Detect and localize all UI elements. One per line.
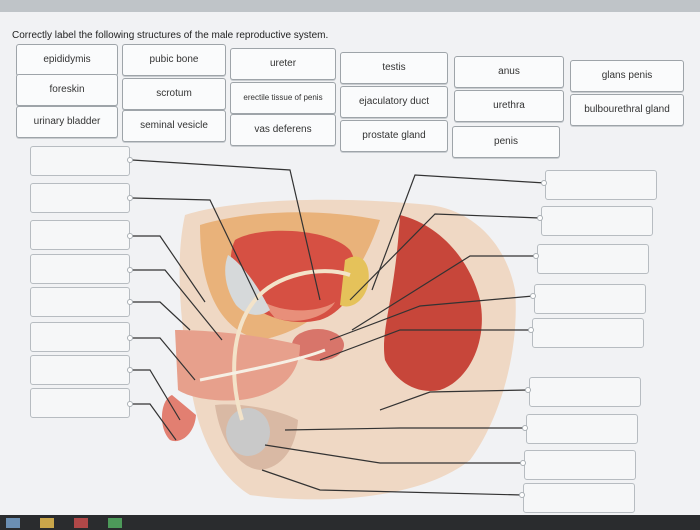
connector-dot (127, 335, 133, 341)
label-chip-seminal-vesicle[interactable]: seminal vesicle (122, 110, 226, 142)
connector-dot (522, 425, 528, 431)
label-chip-scrotum[interactable]: scrotum (122, 78, 226, 110)
label-chip-pubic-bone[interactable]: pubic bone (122, 44, 226, 76)
connector-dot (520, 460, 526, 466)
label-chip-anus[interactable]: anus (454, 56, 564, 88)
drop-target-left-5[interactable] (30, 287, 130, 317)
connector-dot (127, 157, 133, 163)
drop-target-right-7[interactable] (526, 414, 638, 444)
drop-target-right-5[interactable] (532, 318, 644, 348)
prostate (292, 329, 344, 361)
connector-dot (525, 387, 531, 393)
label-chip-vas-deferens[interactable]: vas deferens (230, 114, 336, 146)
leader-lines-left (131, 159, 321, 441)
label-chip-testis[interactable]: testis (340, 52, 448, 84)
drop-target-right-4[interactable] (534, 284, 646, 314)
label-chip-erectile-tissue[interactable]: erectile tissue of penis (230, 82, 336, 114)
pubic-bone (225, 255, 270, 315)
taskbar-icon[interactable] (40, 518, 54, 528)
drop-target-right-1[interactable] (545, 170, 657, 200)
drop-target-left-8[interactable] (30, 388, 130, 418)
question-instruction: Correctly label the following structures… (12, 30, 329, 41)
drop-target-left-7[interactable] (30, 355, 130, 385)
bladder-base (260, 300, 335, 321)
penis-shaft (175, 330, 300, 401)
drop-target-right-6[interactable] (529, 377, 641, 407)
label-chip-penis[interactable]: penis (452, 126, 560, 158)
connector-dot (127, 299, 133, 305)
label-chip-prostate-gland[interactable]: prostate gland (340, 120, 448, 152)
browser-top-strip (0, 0, 700, 14)
drop-target-left-2[interactable] (30, 183, 130, 213)
drop-target-right-3[interactable] (537, 244, 649, 274)
vas-deferens (232, 269, 351, 421)
testis (226, 408, 270, 456)
taskbar-icon[interactable] (6, 518, 20, 528)
connector-dot (127, 233, 133, 239)
drop-target-right-9[interactable] (523, 483, 635, 513)
seminal-vesicle (340, 256, 369, 307)
connector-dot (127, 367, 133, 373)
label-chip-glans-penis[interactable]: glans penis (570, 60, 684, 92)
taskbar-icon[interactable] (74, 518, 88, 528)
label-chip-foreskin[interactable]: foreskin (16, 74, 118, 106)
drop-target-left-4[interactable] (30, 254, 130, 284)
drop-target-left-6[interactable] (30, 322, 130, 352)
drop-target-right-8[interactable] (524, 450, 636, 480)
drop-target-left-1[interactable] (30, 146, 130, 176)
taskbar (0, 515, 700, 530)
urethra-line (199, 348, 326, 382)
label-chip-ureter[interactable]: ureter (230, 48, 336, 80)
label-chip-bulbourethral-gland[interactable]: bulbourethral gland (570, 94, 684, 126)
label-chip-urinary-bladder[interactable]: urinary bladder (16, 106, 118, 138)
drop-target-right-2[interactable] (541, 206, 653, 236)
label-chip-urethra[interactable]: urethra (454, 90, 564, 122)
taskbar-icon[interactable] (108, 518, 122, 528)
connector-dot (528, 327, 534, 333)
connector-dot (530, 293, 536, 299)
drop-target-left-3[interactable] (30, 220, 130, 250)
connector-dot (127, 195, 133, 201)
rectum (383, 215, 482, 391)
leader-lines-right (261, 174, 546, 496)
connector-dot (519, 492, 525, 498)
label-chip-ejaculatory-duct[interactable]: ejaculatory duct (340, 86, 448, 118)
connector-dot (127, 401, 133, 407)
connector-dot (127, 267, 133, 273)
connector-dot (533, 253, 539, 259)
connector-dot (541, 180, 547, 186)
connector-dot (537, 215, 543, 221)
